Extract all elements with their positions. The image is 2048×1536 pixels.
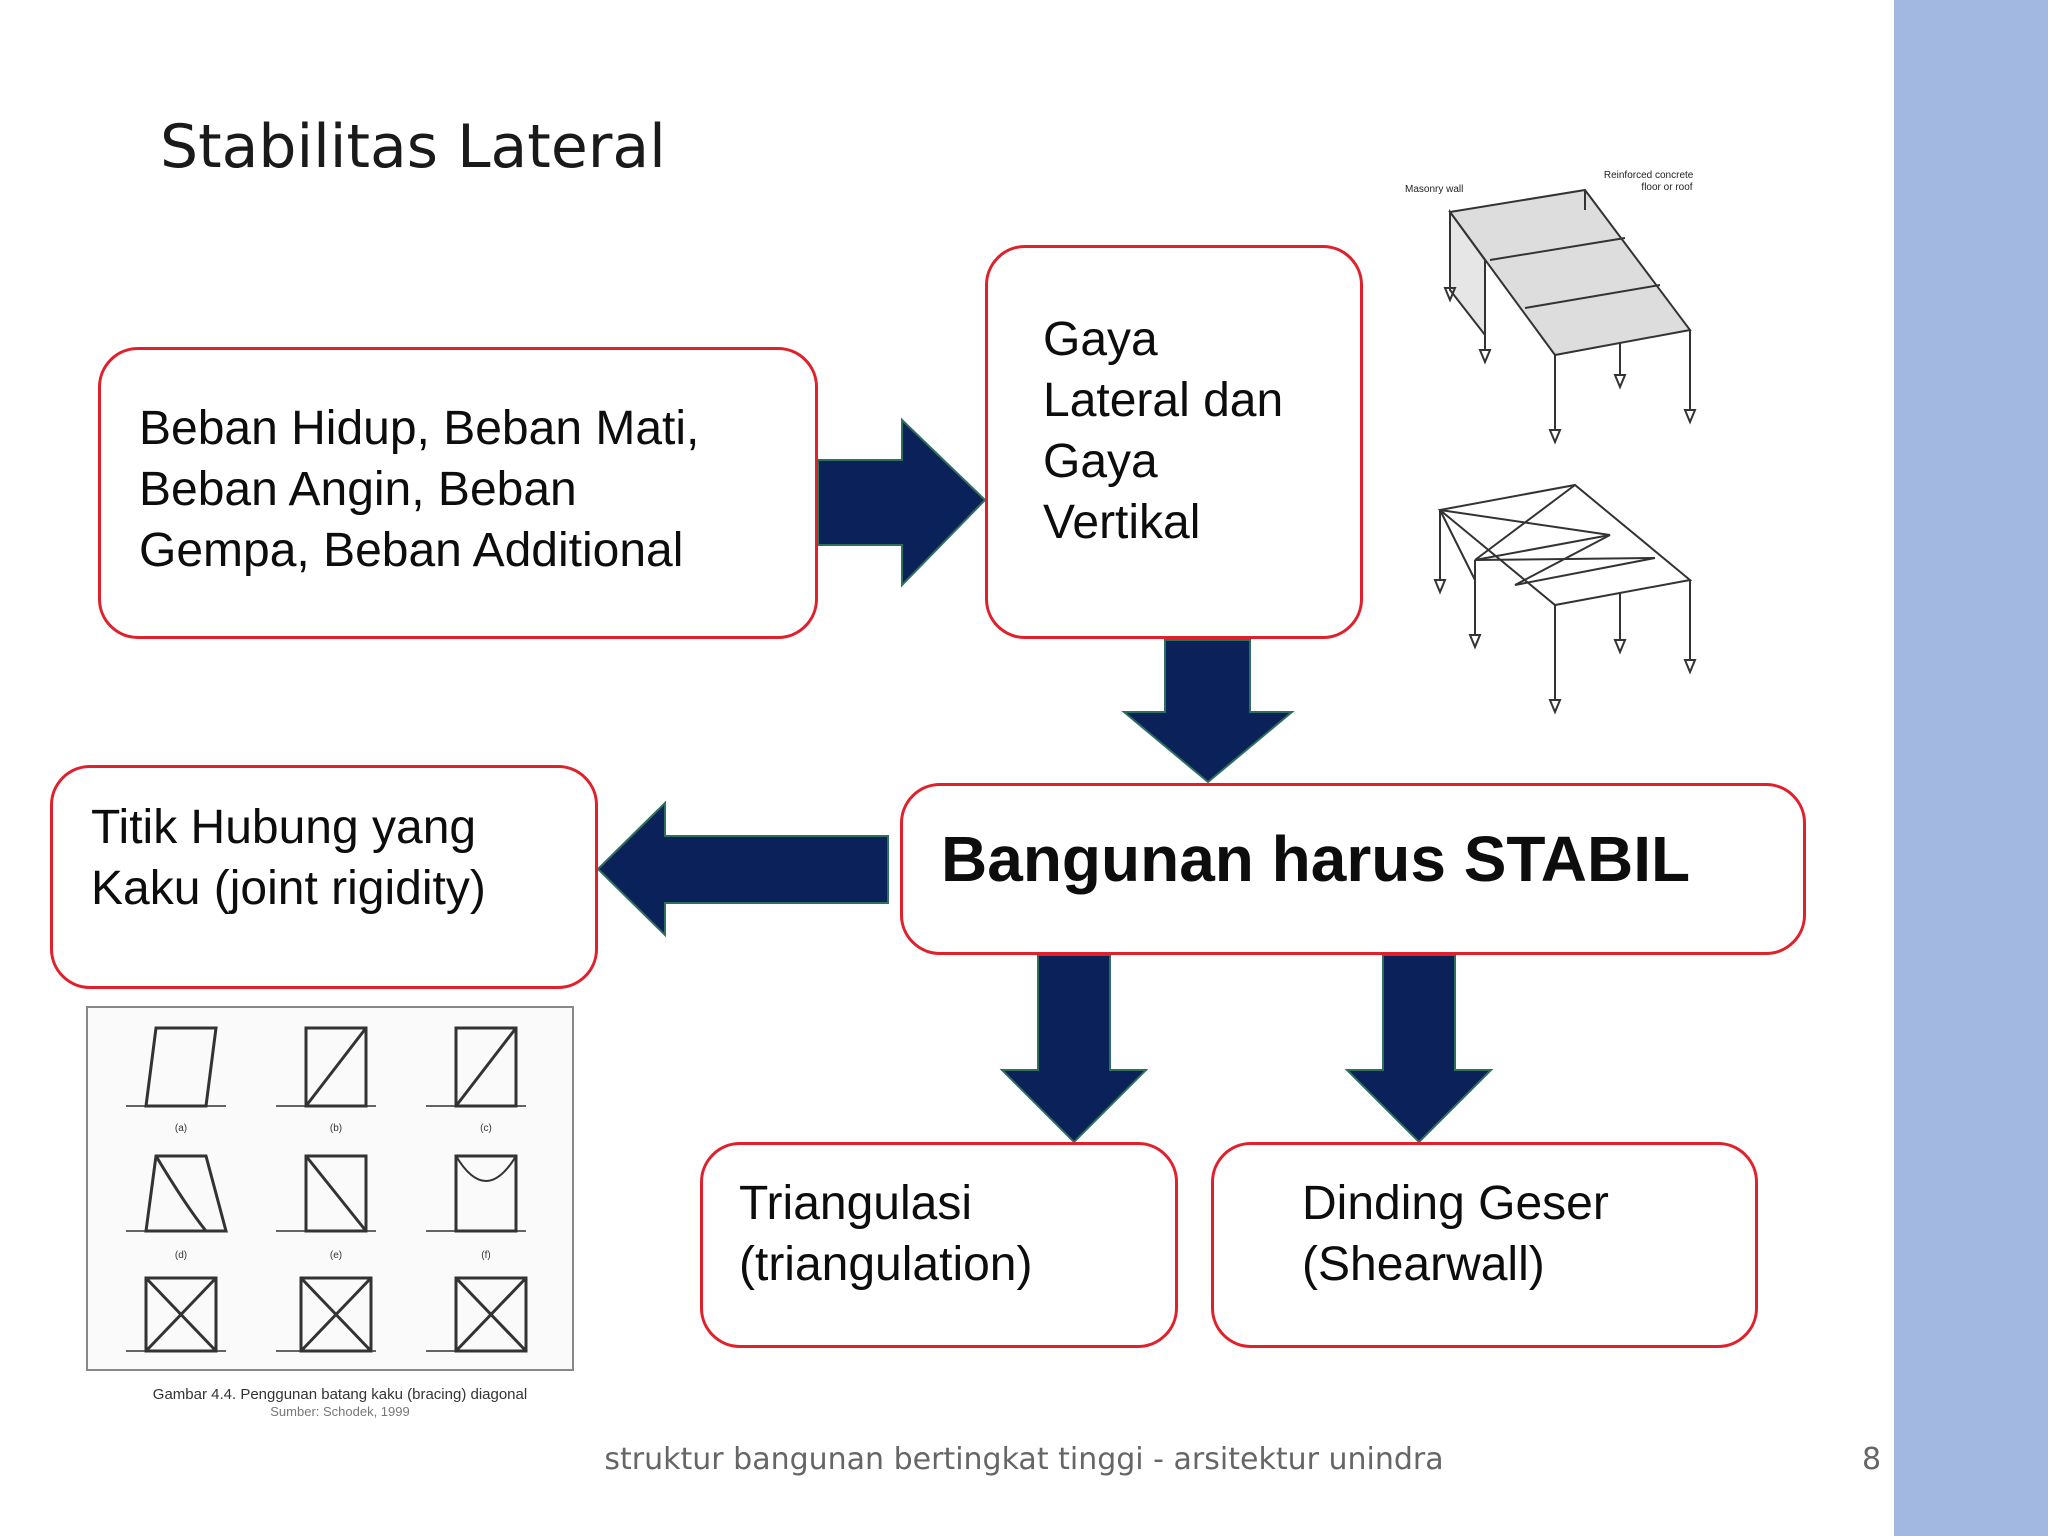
bracing-caption-text: Gambar 4.4. Penggunan batang kaku (braci… [152, 1386, 528, 1403]
page-number: 8 [1862, 1442, 1882, 1477]
node-triangulation-label: Triangulasi (triangulation) [739, 1177, 1033, 1291]
panel-label-f: (f) [481, 1250, 490, 1261]
label-concrete-floor-line1: Reinforced concrete [1604, 170, 1694, 181]
label-concrete-floor: Reinforced concrete floor or roof [1604, 170, 1696, 193]
slide-footer: struktur bangunan bertingkat tinggi - ar… [604, 1442, 1444, 1477]
slide-title: Stabilitas Lateral [160, 112, 666, 182]
arrow-down-to-triangulation [999, 954, 1149, 1144]
bracing-frame-border [86, 1006, 574, 1371]
bracing-illustration: (a) (b) (c) (d) (e) (f) [86, 1006, 574, 1371]
node-stable-label: Bangunan harus STABIL [941, 823, 1691, 895]
node-joint-label: Titik Hubung yang Kaku (joint rigidity) [91, 801, 486, 915]
frame-illustration: Masonry wall Reinforced concrete floor o… [1405, 170, 1697, 715]
node-shearwall-label: Dinding Geser (Shearwall) [1302, 1177, 1609, 1291]
node-forces: Gaya Lateral dan Gaya Vertikal [985, 245, 1363, 639]
label-masonry-wall: Masonry wall [1405, 184, 1463, 195]
node-loads-label: Beban Hidup, Beban Mati, Beban Angin, Be… [139, 402, 700, 577]
arrow-down-to-shearwall [1344, 954, 1494, 1144]
node-loads: Beban Hidup, Beban Mati, Beban Angin, Be… [98, 347, 818, 639]
node-joint-rigidity: Titik Hubung yang Kaku (joint rigidity) [50, 765, 598, 989]
slide-sidebar [1894, 0, 2048, 1536]
arrow-left-stable-to-joint [596, 800, 889, 938]
node-stable: Bangunan harus STABIL [900, 783, 1806, 955]
bracing-caption: Gambar 4.4. Penggunan batang kaku (braci… [80, 1386, 600, 1420]
node-forces-label: Gaya Lateral dan Gaya Vertikal [1043, 313, 1284, 549]
braced-frame [1433, 483, 1697, 715]
node-triangulation: Triangulasi (triangulation) [700, 1142, 1178, 1348]
panel-label-b: (b) [330, 1123, 342, 1134]
panel-label-c: (c) [480, 1123, 492, 1134]
bracing-caption-source: Sumber: Schodek, 1999 [270, 1404, 410, 1419]
node-shearwall: Dinding Geser (Shearwall) [1211, 1142, 1758, 1348]
bracing-panel-labels: (a) (b) (c) (d) (e) (f) [175, 1123, 492, 1261]
panel-label-a: (a) [175, 1123, 187, 1134]
arrow-down-forces-to-stable [1121, 639, 1295, 784]
label-concrete-floor-line2: floor or roof [1641, 182, 1692, 193]
slab-frame [1443, 188, 1697, 445]
panel-label-d: (d) [175, 1250, 187, 1261]
arrow-right-loads-to-forces [817, 417, 987, 588]
panel-label-e: (e) [330, 1250, 342, 1261]
bracing-panels [126, 1026, 528, 1353]
